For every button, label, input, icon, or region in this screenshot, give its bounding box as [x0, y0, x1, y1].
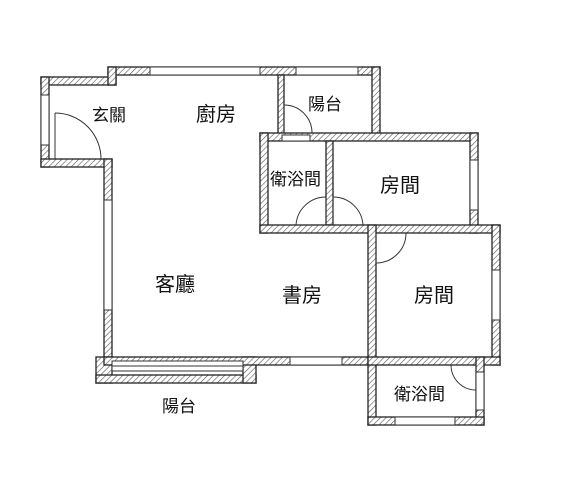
wall-upper-bottom	[259, 224, 501, 234]
wall-bedroom-lower-left	[367, 224, 377, 426]
room-label-kitchen: 廚房	[196, 102, 236, 126]
wall-balcony-rail	[95, 374, 257, 384]
wall-top-entry	[40, 76, 117, 86]
wall-balcony-top-left	[277, 74, 285, 136]
wall-balcony-top-right	[371, 66, 381, 136]
door-bath-upper-arc	[295, 196, 327, 226]
wall-entry-bottom	[40, 158, 113, 168]
wall-bath-bedroom-divider	[325, 140, 334, 226]
window-bath-lower-right	[475, 371, 485, 411]
window-bedroom-upper-right	[469, 159, 479, 211]
window-kitchen-top	[149, 66, 261, 76]
window-entry-left	[40, 94, 50, 146]
window-bath-lower-bottom	[394, 416, 456, 426]
window-bedroom-lower-right	[491, 269, 501, 321]
windows	[40, 66, 501, 426]
room-labels: 玄關 廚房 陽台 衛浴間 房間 客廳 書房 房間 衛浴間 陽台	[92, 95, 454, 417]
room-label-bath-lower: 衛浴間	[394, 385, 445, 405]
window-study-bottom	[289, 356, 343, 366]
room-label-balcony-top: 陽台	[308, 95, 342, 115]
wall-top-step	[107, 66, 117, 86]
room-label-bath-upper: 衛浴間	[270, 170, 321, 190]
room-label-living: 客廳	[155, 272, 195, 296]
door-bedroom-upper-arc	[332, 196, 364, 226]
doors	[54, 104, 477, 391]
room-label-entry: 玄關	[92, 106, 126, 126]
wall-bedroom-lower-bottom	[367, 356, 501, 366]
room-label-study: 書房	[282, 283, 322, 307]
door-bedroom-lower-arc	[375, 232, 407, 264]
window-living-left	[103, 199, 113, 311]
room-label-bedroom-lower: 房間	[414, 283, 454, 307]
door-bath-lower-arc	[450, 364, 477, 391]
room-label-balcony-bottom: 陽台	[162, 397, 196, 417]
window-bath-upper-top	[281, 134, 311, 142]
wall-bath-left	[259, 132, 269, 234]
door-entry-arc	[54, 112, 102, 160]
window-balcony-top	[295, 66, 359, 76]
room-label-bedroom-upper: 房間	[380, 173, 420, 197]
door-balcony-top-arc	[283, 104, 313, 134]
